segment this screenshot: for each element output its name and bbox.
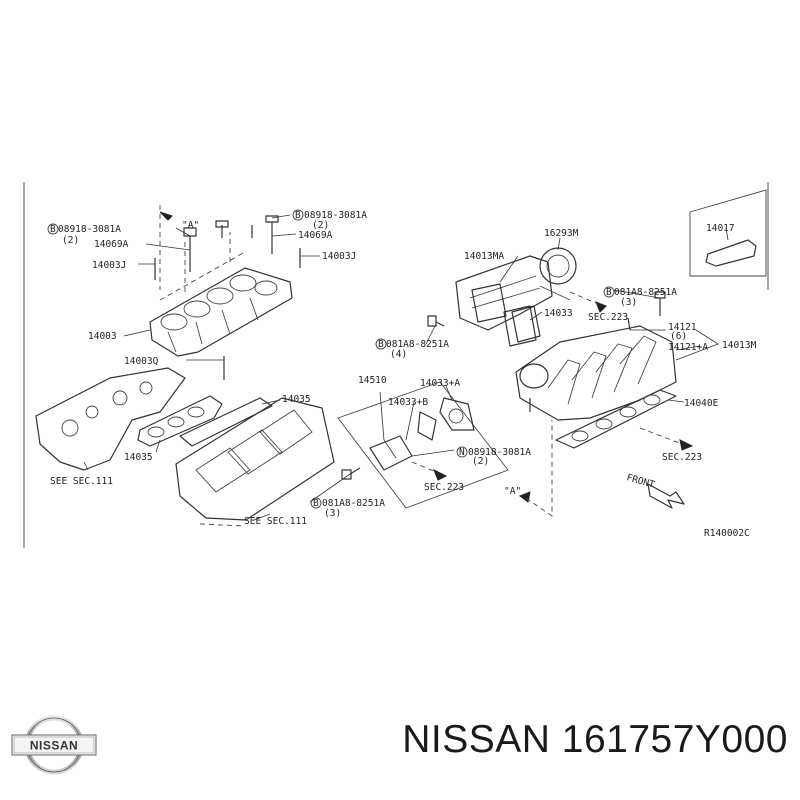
label-sec-223-right: SEC.223: [662, 452, 702, 463]
label-see-sec-111-bottom: SEE SEC.111: [244, 516, 307, 527]
label-bolt-top-left-qty: (2): [62, 235, 79, 246]
label-bolt-top-left: 08918-3081A: [58, 224, 121, 235]
badge-b-right: B: [606, 287, 612, 298]
label-14013m: 14013M: [722, 340, 757, 351]
label-bolt-b-left: 081A8-8251A: [386, 339, 449, 350]
gasket-14033: [511, 305, 541, 343]
cylinder-head: [175, 397, 335, 527]
nissan-logo: NISSAN: [11, 715, 97, 775]
diagram-labels: 08918-3081A (2) 14069A 14003J "A" 08918-…: [50, 210, 757, 539]
bolt-081a8-left: [427, 315, 445, 327]
cover-14017: [705, 239, 757, 267]
label-bolt-b-bottom: 081A8-8251A: [322, 498, 385, 509]
label-sec-223-mid: SEC.223: [424, 482, 464, 493]
label-14003: 14003: [88, 331, 117, 342]
intake-collector-14013m: [515, 325, 677, 421]
label-14510: 14510: [358, 375, 387, 386]
label-14033b: 14033+B: [388, 397, 428, 408]
badge-b-top-mid: B: [295, 210, 301, 221]
label-see-sec-111-left: SEE SEC.111: [50, 476, 113, 487]
label-14033a: 14033+A: [420, 378, 460, 389]
label-ref-a-bottom: "A": [504, 486, 521, 497]
label-14121-a: 14121+A: [668, 342, 708, 353]
badge-b-bottom: B: [313, 498, 319, 509]
gasket-14035-ports: [147, 406, 205, 438]
intake-tube-14013ma: [455, 255, 553, 347]
badge-b-left: B: [378, 339, 384, 350]
label-14017: 14017: [706, 223, 735, 234]
gasket-left: [35, 367, 186, 471]
label-drawing-code: R140002C: [704, 528, 750, 539]
label-14003j-left: 14003J: [92, 260, 126, 271]
gasket-upper-strip: [179, 397, 273, 447]
label-14040e: 14040E: [684, 398, 719, 409]
bolt-081a8-bottom: [341, 467, 361, 480]
badge-n: N: [459, 447, 465, 458]
label-14003q: 14003Q: [124, 356, 159, 367]
section-arrows: [411, 291, 694, 517]
intake-manifold-lower: [149, 232, 293, 357]
label-bolt-b-left-qty: (4): [390, 349, 407, 360]
label-bolt-b-right-qty: (3): [620, 297, 637, 308]
label-sec-223-top: SEC.223: [588, 312, 628, 323]
label-14121-qty: (6): [670, 331, 687, 342]
label-14035-lower: 14035: [124, 452, 153, 463]
leader-lines: [83, 214, 729, 521]
label-bolt-top-mid-qty: (2): [312, 220, 329, 231]
badge-b-top-left: B: [50, 224, 56, 235]
label-bolt-b-bottom-qty: (3): [324, 508, 341, 519]
box-14017: [689, 189, 767, 277]
ref-a-arrow-top: [159, 211, 173, 221]
bolt-stud-group-top-left: [154, 215, 301, 380]
gasket-14033a: [439, 397, 475, 431]
gasket-14040e: [555, 389, 677, 449]
part-number-caption: NISSAN 161757Y000: [402, 718, 788, 761]
gasket-14035: [137, 395, 223, 447]
front-arrow: [647, 483, 685, 509]
label-bolt-b-right: 081A8-8251A: [614, 287, 677, 298]
label-nut-n: 08918-3081A: [468, 447, 531, 458]
label-ref-a-top: "A": [182, 220, 199, 231]
label-14121: 14121: [668, 322, 697, 333]
label-front: FRONT: [625, 472, 656, 491]
label-14013ma: 14013MA: [464, 251, 504, 262]
label-14069a-right: 14069A: [298, 230, 333, 241]
label-bolt-top-mid: 08918-3081A: [304, 210, 367, 221]
gasket-left-holes: [61, 381, 153, 437]
idle-valve-14510: [369, 411, 437, 471]
label-nut-n-qty: (2): [472, 456, 489, 467]
logo-wordmark: NISSAN: [30, 739, 78, 753]
label-14033: 14033: [544, 308, 573, 319]
label-14069a-left: 14069A: [94, 239, 129, 250]
label-16293m: 16293M: [544, 228, 579, 239]
label-14003j-right: 14003J: [322, 251, 356, 262]
box-14510: [337, 381, 509, 509]
callout-badges: B B B B N B: [47, 209, 615, 509]
label-14035-upper: 14035: [282, 394, 311, 405]
